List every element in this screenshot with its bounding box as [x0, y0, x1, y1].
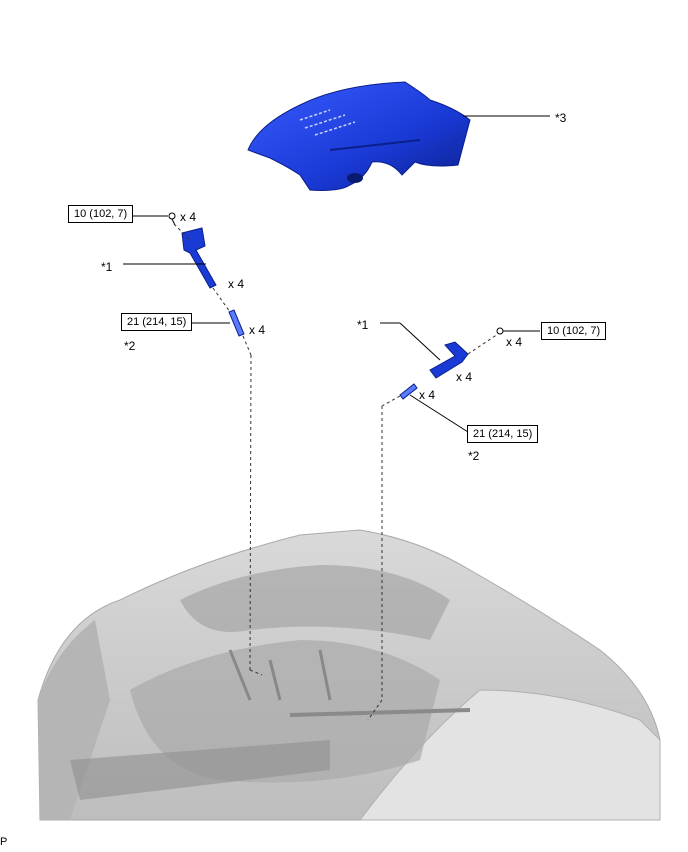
- callout-right-ignition-coil: *1: [357, 318, 369, 332]
- qty-left-coil: x 4: [228, 277, 245, 291]
- install-paths: [173, 223, 499, 721]
- left-ignition-coil-part: [181, 227, 217, 289]
- qty-right-spark-plug: x 4: [419, 388, 436, 402]
- right-bolt-part: [496, 327, 504, 335]
- callout-right-spark-plug: *2: [468, 449, 480, 463]
- torque-box-right-spark-plug: 21 (214, 15): [467, 425, 539, 443]
- torque-box-right-bolt: 10 (102, 7): [541, 322, 607, 340]
- qty-right-coil: x 4: [456, 370, 473, 384]
- left-bolt-part: [168, 212, 176, 226]
- engine-bay-illustration: [37, 529, 661, 821]
- right-spark-plug-part: [399, 383, 418, 400]
- qty-left-spark-plug: x 4: [249, 323, 266, 337]
- qty-right-bolt: x 4: [506, 335, 523, 349]
- illustration-code: P: [0, 836, 8, 848]
- qty-left-bolt: x 4: [180, 210, 197, 224]
- torque-box-left-spark-plug: 21 (214, 15): [121, 313, 193, 331]
- torque-box-left-bolt: 10 (102, 7): [68, 205, 134, 223]
- callout-engine-cover: *3: [555, 111, 567, 125]
- leader-lines: [123, 115, 550, 433]
- callout-left-spark-plug: *2: [124, 339, 136, 353]
- left-spark-plug-part: [228, 309, 245, 337]
- callout-left-ignition-coil: *1: [101, 260, 113, 274]
- right-ignition-coil-part: [429, 341, 469, 379]
- engine-cover-part: [247, 81, 471, 191]
